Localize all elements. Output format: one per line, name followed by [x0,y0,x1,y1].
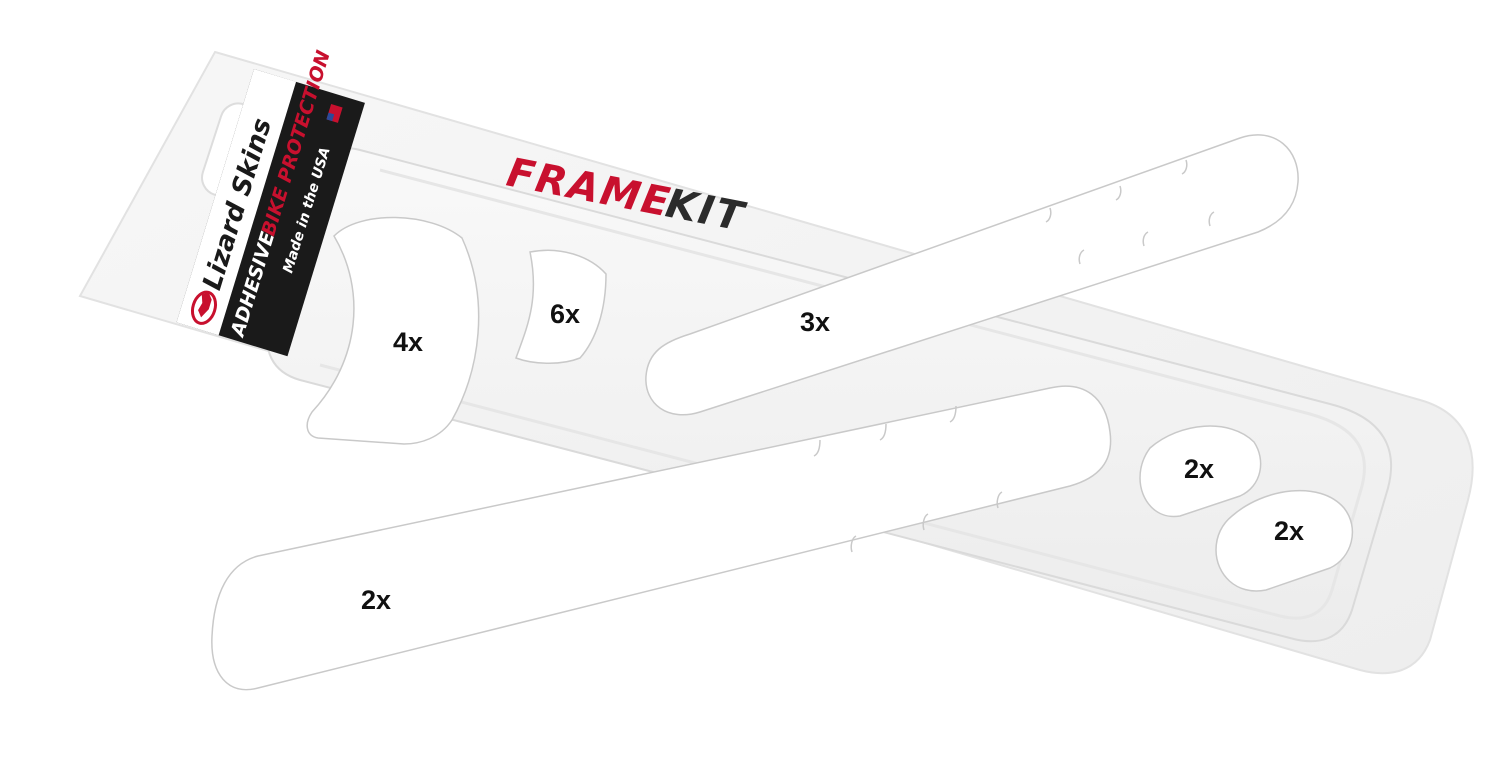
qty-curved-small: 6x [550,299,580,329]
lizard-logo-icon [190,290,218,325]
blister-inner-rim [319,168,1366,620]
sticker-curved-small [515,249,607,365]
sticker-curved-large [306,216,480,445]
qty-oval-lower: 2x [1274,516,1304,546]
lizard-logo-mark [198,292,212,318]
qty-oval-upper: 2x [1184,454,1214,484]
qty-curved-large: 4x [393,327,423,357]
brand-label-band: Lizard Skins ADHESIVE BIKE PROTECTION Ma… [176,48,365,357]
sticker-strip-lower [211,385,1112,691]
sticker-strip-upper [645,134,1299,416]
strip-lower-notches [813,405,1003,553]
qty-strip-upper: 3x [800,307,830,337]
label-band-logo-strip [176,68,297,336]
sticker-oval-lower [1215,489,1354,592]
strip-upper-notches [1045,159,1215,265]
sticker-oval-upper [1139,425,1262,518]
qty-strip-lower: 2x [361,585,391,615]
